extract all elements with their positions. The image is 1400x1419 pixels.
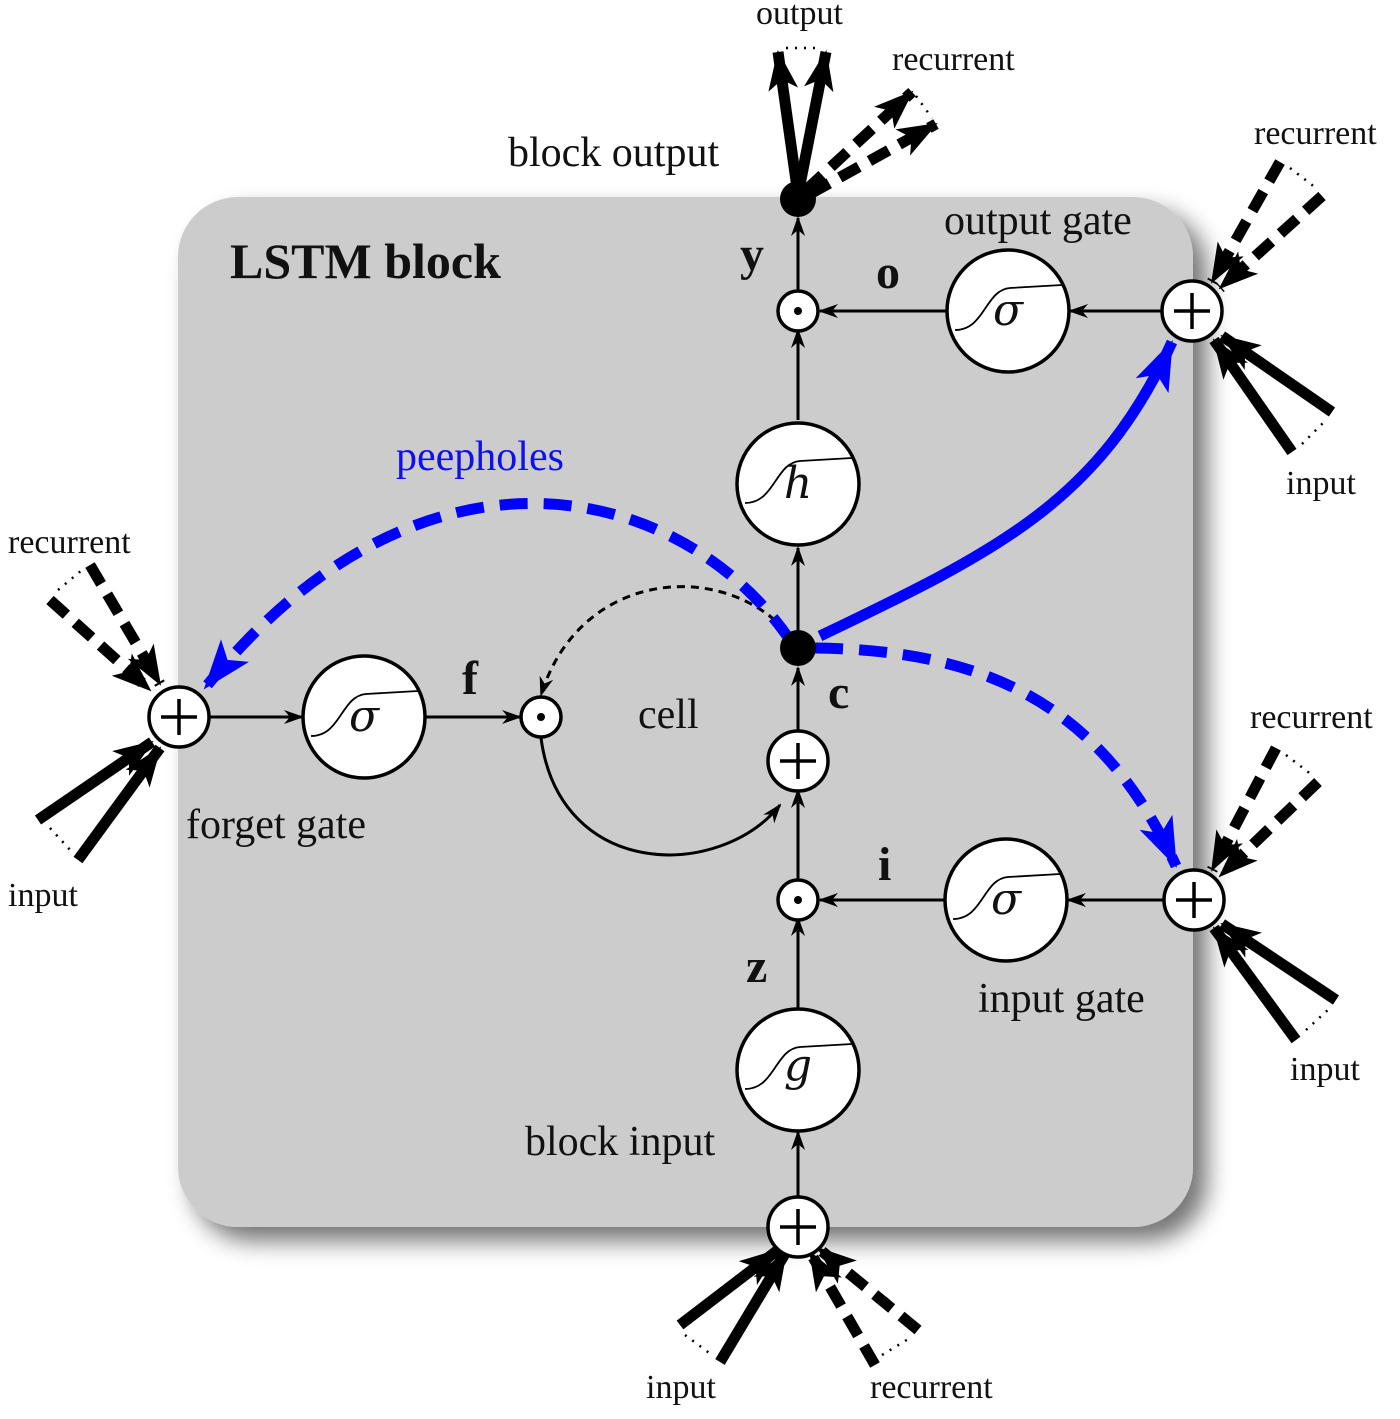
- output-gate-recurrent-arrow-2: [1216, 191, 1326, 293]
- ext-input-arrow-2: [715, 1249, 791, 1365]
- wire-cell-state-delay: [539, 585, 787, 697]
- top-recurrent-label: recurrent: [892, 41, 1015, 78]
- cell-output-activation-node: h: [735, 421, 861, 547]
- forget-input-arrow-2: [73, 744, 165, 864]
- block-recurrent-arrow-2: [807, 119, 939, 199]
- var-c-label: c: [828, 666, 849, 719]
- input-gate-input-dots: [1305, 1007, 1331, 1031]
- forget-input-dots: [49, 827, 73, 853]
- output-gate-recurrent-dots: [1289, 167, 1317, 189]
- block-output-junction: [780, 181, 816, 217]
- top-output-label: output: [756, 0, 843, 32]
- input-gate-recurrent-dots: [1285, 754, 1313, 776]
- forget-gate-label: forget gate: [186, 802, 366, 848]
- ext-input-dots: [684, 1333, 713, 1357]
- block-recurrent-arrow-1: [802, 87, 916, 195]
- input-gate-input-label: input: [1290, 1051, 1360, 1088]
- block-output-label: block output: [508, 130, 719, 176]
- block-input-sum-node: [766, 1195, 830, 1259]
- lstm-block-background: [178, 197, 1193, 1227]
- forget-recurrent-arrow-1: [46, 595, 154, 695]
- peephole-to-output-gate: [817, 339, 1178, 641]
- output-gate-input-arrow-2: [1209, 336, 1297, 456]
- sigma-symbol: σ: [349, 691, 381, 742]
- input-gate-sum-node: [1162, 868, 1226, 932]
- output-gate-recurrent-label: recurrent: [1254, 115, 1377, 152]
- input-gate-sigmoid-node: σ: [943, 837, 1069, 963]
- wire-cell-loop: [539, 737, 782, 857]
- ext-recurrent-arrow-2: [814, 1243, 922, 1335]
- block-input-label: block input: [525, 1119, 715, 1165]
- output-gate-label: output gate: [944, 198, 1132, 244]
- forget-recurrent-label: recurrent: [8, 524, 131, 561]
- ext-recurrent-dots: [881, 1336, 911, 1357]
- var-i-label: i: [878, 838, 891, 891]
- g-symbol: g: [784, 1040, 812, 1091]
- bottom-input-label: input: [646, 1369, 716, 1406]
- h-symbol: h: [784, 458, 812, 509]
- input-gate-input-arrow-2: [1209, 924, 1301, 1044]
- var-z-label: z: [746, 940, 767, 993]
- block-title: LSTM block: [230, 233, 501, 289]
- input-gate-recurrent-arrow-2: [1216, 778, 1322, 880]
- forget-product-node: [519, 695, 563, 739]
- forget-gate-sigmoid-node: σ: [301, 654, 427, 780]
- cell-state-junction: [780, 630, 816, 666]
- input-gate-recurrent-arrow-1: [1207, 745, 1281, 873]
- cell-label: cell: [638, 692, 699, 738]
- var-o-label: o: [876, 246, 900, 299]
- block-input-activation-node: g: [735, 1007, 861, 1133]
- forget-recurrent-dots: [57, 569, 83, 591]
- sigma-symbol: σ: [991, 874, 1023, 925]
- input-gate-recurrent-label: recurrent: [1250, 699, 1373, 736]
- output-gate-input-dots: [1301, 419, 1327, 445]
- output-gate-recurrent-arrow-1: [1207, 159, 1285, 285]
- var-y-label: y: [740, 228, 764, 281]
- input-product-node: [776, 878, 820, 922]
- output-product-node: [776, 289, 820, 333]
- peepholes-label: peepholes: [396, 434, 564, 480]
- ext-recurrent-arrow-1: [805, 1249, 880, 1368]
- output-gate-sigmoid-node: σ: [945, 248, 1071, 374]
- output-gate-input-label: input: [1286, 465, 1356, 502]
- output-gate-sum-node: [1160, 279, 1224, 343]
- forget-recurrent-arrow-2: [85, 562, 165, 687]
- block-output-arrow-2: [792, 50, 834, 197]
- var-f-label: f: [462, 652, 479, 705]
- cell-sum-node: [766, 729, 830, 793]
- peephole-to-input-gate: [814, 642, 1181, 869]
- block-recurrent-dots: [914, 95, 934, 119]
- block-output-arrow-1: [768, 50, 804, 196]
- forget-gate-sum-node: [147, 685, 211, 749]
- forget-input-label: input: [8, 877, 78, 914]
- bottom-recurrent-label: recurrent: [870, 1369, 993, 1406]
- input-gate-label: input gate: [978, 976, 1145, 1022]
- sigma-symbol: σ: [993, 285, 1025, 336]
